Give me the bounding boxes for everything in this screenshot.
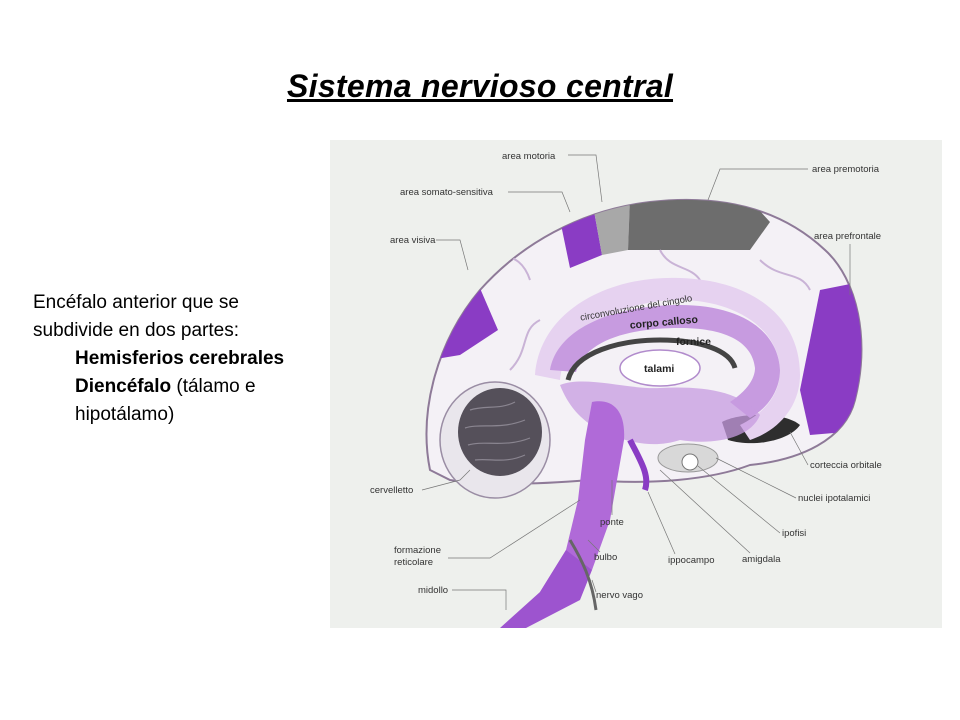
leader-midollo xyxy=(452,589,507,610)
diencefalo-term: Diencéfalo xyxy=(75,376,172,397)
label-cervelletto: cervelletto xyxy=(370,485,413,496)
leader-area-somato xyxy=(508,191,571,213)
label-area-prefrontale: area prefrontale xyxy=(814,231,881,242)
list-item-diencefalo: Diencéfalo (tálamo e xyxy=(33,373,333,401)
leader-area-motoria xyxy=(568,154,603,203)
label-formazione: formazione xyxy=(394,545,441,556)
fornice-region xyxy=(565,337,738,381)
label-area-somato: area somato-sensitiva xyxy=(400,187,494,198)
leader-ipofisi xyxy=(697,465,781,534)
ipofisi-region xyxy=(681,453,699,471)
cervelletto-core xyxy=(458,388,542,476)
description-text: Encéfalo anterior que se subdivide en do… xyxy=(33,289,333,429)
description-line-1: Encéfalo anterior que se xyxy=(33,292,239,313)
area-premotoria-region xyxy=(628,199,770,250)
label-fornice: fornice xyxy=(676,336,711,348)
label-corpo-calloso: corpo calloso xyxy=(629,314,698,332)
area-prefrontale-region xyxy=(800,280,862,435)
page-title: Sistema nervioso central xyxy=(286,68,674,104)
label-midollo: midollo xyxy=(418,585,448,596)
diencefalo-detail-cont: hipotálamo) xyxy=(75,404,175,425)
area-motoria-gray xyxy=(592,199,630,255)
leader-cervelletto xyxy=(421,469,471,491)
label-corteccia: corteccia orbitale xyxy=(810,460,882,471)
ippocampo-region xyxy=(627,438,650,491)
leader-area-premotoria xyxy=(707,168,808,201)
leader-amigdala xyxy=(659,469,751,554)
label-nuclei: nuclei ipotalamici xyxy=(798,493,870,504)
leader-ippocampo xyxy=(647,491,676,555)
label-nervo-vago: nervo vago xyxy=(596,590,643,601)
tronco-encefalico xyxy=(540,401,625,592)
description-line-2: subdivide en dos partes: xyxy=(33,320,239,341)
midollo-region xyxy=(500,550,592,628)
brain-diagram: circonvoluzione del cingolo corpo callos… xyxy=(330,140,942,628)
label-area-premotoria: area premotoria xyxy=(812,164,880,175)
list-item-hemisferios: Hemisferios cerebrales xyxy=(75,348,285,369)
label-ipofisi: ipofisi xyxy=(782,528,806,539)
leader-nervo-vago xyxy=(591,579,597,593)
label-talami: talami xyxy=(644,363,674,375)
leader-formazione xyxy=(448,499,581,559)
label-area-motoria: area motoria xyxy=(502,151,556,162)
talami-region xyxy=(619,349,701,387)
leader-nuclei xyxy=(715,457,797,499)
label-ippocampo: ippocampo xyxy=(668,555,714,566)
label-bulbo: bulbo xyxy=(594,552,617,563)
leader-corteccia xyxy=(789,431,809,466)
cervelletto-folia xyxy=(464,401,531,461)
nervo-vago-line xyxy=(568,539,598,611)
label-amigdala: amigdala xyxy=(742,554,781,565)
label-ponte: ponte xyxy=(600,517,624,528)
label-reticolare: reticolare xyxy=(394,557,433,568)
diencefalo-detail: (tálamo e xyxy=(171,376,256,397)
brain-diagram-svg: circonvoluzione del cingolo corpo callos… xyxy=(370,151,882,628)
corpo-calloso-region xyxy=(550,305,780,418)
leader-area-visiva xyxy=(436,239,469,271)
leader-bulbo xyxy=(587,539,601,553)
label-area-visiva: area visiva xyxy=(390,235,436,246)
